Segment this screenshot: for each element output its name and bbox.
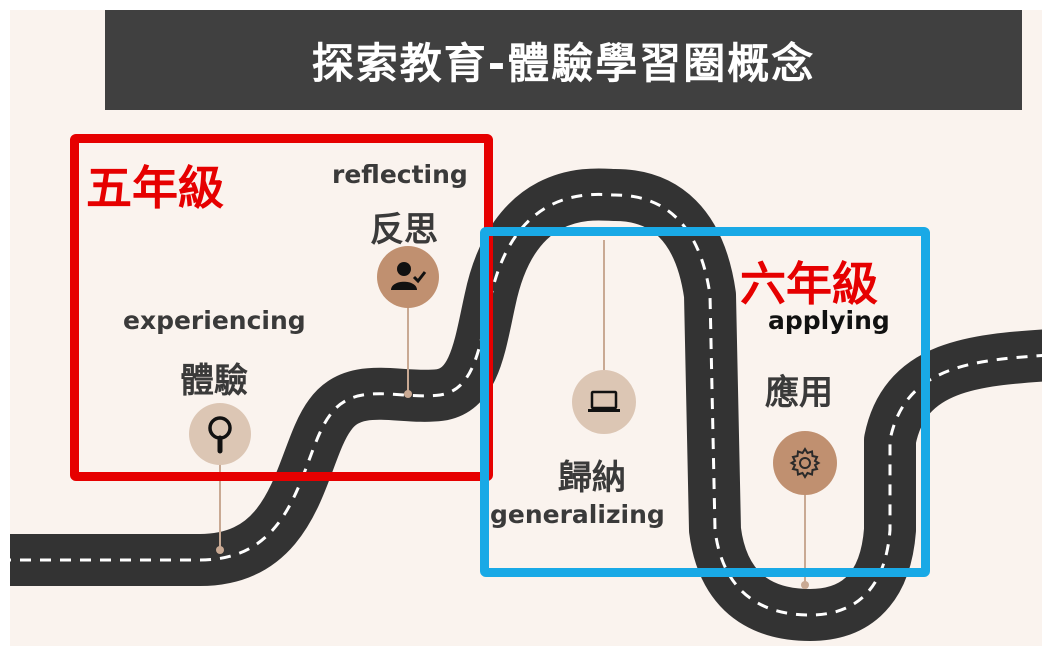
- stage-reflecting-zh: 反思: [370, 210, 438, 250]
- stage-applying-zh: 應用: [765, 373, 833, 413]
- stage-applying-en: applying: [768, 306, 890, 335]
- grade6-label: 六年級: [740, 257, 878, 311]
- winding-road: [10, 168, 1042, 641]
- gear-icon: [773, 431, 837, 495]
- page-title: 探索教育-體驗學習圈概念: [311, 38, 816, 88]
- stage-experiencing-zh: 體驗: [180, 361, 248, 401]
- pin-dot-applying: [801, 581, 809, 589]
- magnifier-icon: [189, 403, 251, 465]
- laptop-icon: [572, 370, 636, 434]
- stage-generalizing-zh: 歸納: [558, 458, 626, 498]
- person-check-icon: [377, 246, 439, 308]
- title-bar: 探索教育-體驗學習圈概念: [105, 10, 1022, 110]
- pin-dot-experiencing: [216, 546, 224, 554]
- grade6-box: [480, 227, 930, 577]
- stage-generalizing-en: generalizing: [490, 500, 665, 529]
- diagram-canvas: 探索教育-體驗學習圈概念 五年級 六年級 experiencing 體驗 ref…: [10, 10, 1042, 646]
- stage-reflecting-en: reflecting: [332, 160, 468, 189]
- pin-dot-reflecting: [404, 390, 412, 398]
- grade5-label: 五年級: [86, 161, 224, 215]
- stage-experiencing-en: experiencing: [123, 306, 306, 335]
